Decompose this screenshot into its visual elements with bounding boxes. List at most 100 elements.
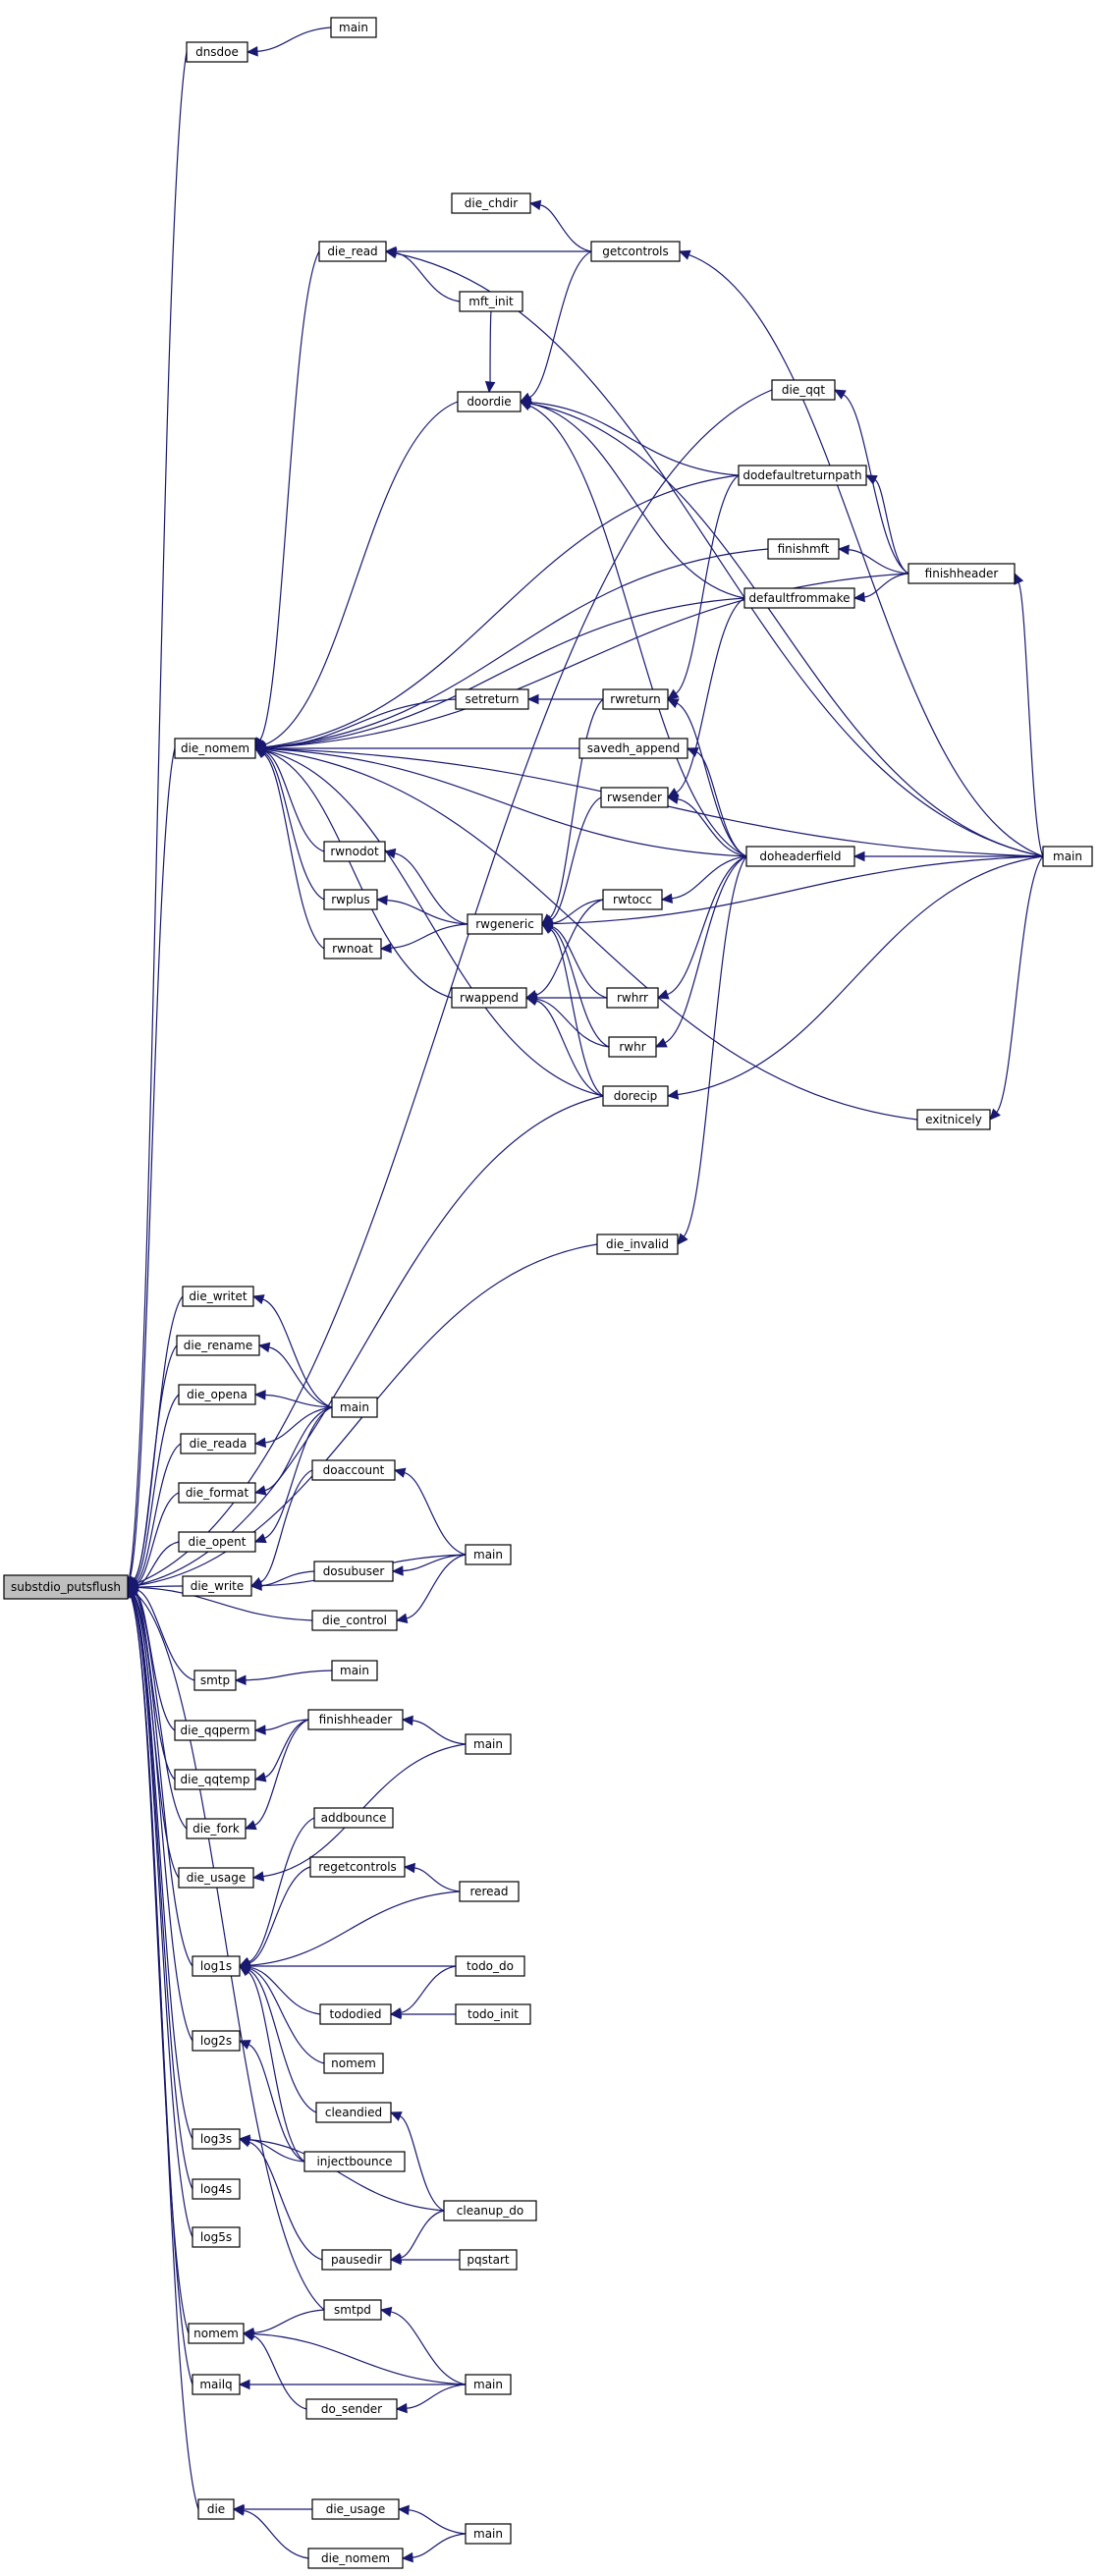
arrowhead-icon: [677, 1233, 688, 1245]
graph-node[interactable]: die_usage: [311, 2498, 400, 2520]
graph-node[interactable]: rwhrr: [606, 987, 659, 1009]
graph-node[interactable]: savedh_append: [578, 738, 688, 759]
graph-node[interactable]: die_qqtemp: [174, 1769, 256, 1790]
graph-node[interactable]: die_usage: [178, 1867, 254, 1889]
graph-node[interactable]: mft_init: [459, 291, 523, 312]
graph-node[interactable]: die_control: [311, 1610, 398, 1631]
graph-node[interactable]: main: [331, 1660, 378, 1681]
graph-node[interactable]: die_fork: [186, 1818, 247, 1839]
graph-node[interactable]: setreturn: [455, 688, 529, 710]
graph-node[interactable]: rwnodot: [323, 841, 386, 862]
graph-node[interactable]: die_nomem: [307, 2548, 404, 2569]
edge-line: [264, 548, 769, 748]
arrowhead-icon: [238, 2379, 250, 2390]
node-box: [455, 688, 529, 710]
arrowhead-icon: [242, 2329, 254, 2339]
graph-node[interactable]: cleandied: [315, 2102, 392, 2123]
graph-node[interactable]: main: [465, 1733, 512, 1755]
graph-node[interactable]: defaultfrommake: [743, 587, 855, 609]
graph-node[interactable]: die_opena: [178, 1384, 256, 1405]
graph-node[interactable]: todo_init: [455, 2003, 531, 2025]
graph-node[interactable]: doordie: [457, 391, 522, 412]
node-label: injectbounce: [316, 2155, 392, 2168]
graph-node[interactable]: main: [465, 2523, 512, 2545]
arrowhead-icon: [249, 1580, 262, 1591]
call-edge: [126, 1585, 199, 2510]
graph-node[interactable]: rwhr: [608, 1036, 657, 1058]
graph-node[interactable]: addbounce: [313, 1807, 394, 1829]
node-box: [323, 938, 382, 959]
graph-node[interactable]: dodefaultreturnpath: [738, 465, 867, 486]
graph-node[interactable]: die_invalid: [596, 1233, 679, 1255]
graph-node[interactable]: die_reada: [180, 1433, 256, 1454]
edge-line: [529, 403, 745, 599]
graph-node[interactable]: rwgeneric: [467, 913, 543, 935]
graph-node[interactable]: main: [465, 2374, 512, 2395]
graph-node[interactable]: log1s: [192, 1955, 241, 1977]
graph-node[interactable]: reread: [459, 1881, 520, 1902]
node-box: [602, 1085, 669, 1107]
graph-node[interactable]: do_sender: [305, 2398, 398, 2420]
call-edge: [686, 747, 747, 857]
graph-node[interactable]: nomem: [323, 2053, 384, 2074]
graph-node[interactable]: regetcontrols: [309, 1856, 406, 1878]
graph-node[interactable]: doheaderfield: [745, 846, 855, 867]
graph-node[interactable]: main: [331, 1397, 378, 1418]
graph-node[interactable]: die_qqt: [771, 379, 836, 401]
graph-node[interactable]: getcontrols: [590, 241, 681, 262]
graph-node[interactable]: doaccount: [311, 1459, 396, 1481]
edge-line: [133, 1594, 193, 1967]
graph-node[interactable]: smtp: [193, 1670, 237, 1691]
graph-node[interactable]: die_opent: [178, 1531, 256, 1553]
graph-node[interactable]: die: [197, 2498, 235, 2520]
call-edge: [251, 1294, 333, 1408]
edge-line: [243, 2509, 309, 2559]
graph-node[interactable]: main: [330, 17, 377, 38]
graph-node[interactable]: finishheader: [908, 563, 1016, 584]
graph-node[interactable]: injectbounce: [303, 2151, 406, 2172]
graph-node[interactable]: die_qqperm: [174, 1720, 256, 1741]
graph-node[interactable]: die_nomem: [174, 738, 256, 759]
graph-node[interactable]: mailq: [192, 2374, 241, 2395]
graph-node[interactable]: die_write: [182, 1575, 252, 1597]
graph-node[interactable]: finishmft: [767, 538, 840, 560]
graph-node[interactable]: nomem: [188, 2323, 245, 2344]
graph-node[interactable]: pausedir: [321, 2249, 392, 2271]
graph-node[interactable]: rwsender: [600, 787, 669, 808]
graph-node[interactable]: dosubuser: [313, 1561, 394, 1582]
graph-node[interactable]: die_rename: [176, 1335, 260, 1356]
graph-node[interactable]: smtpd: [323, 2299, 382, 2321]
node-label: rwhr: [619, 1040, 645, 1054]
graph-node[interactable]: dorecip: [602, 1085, 669, 1107]
graph-node[interactable]: log4s: [192, 2178, 241, 2200]
root-node[interactable]: substdio_putsflush: [3, 1574, 129, 1600]
graph-node[interactable]: rwplus: [323, 889, 378, 910]
call-edge: [666, 698, 747, 857]
graph-node[interactable]: die_format: [178, 1482, 256, 1504]
graph-node[interactable]: log2s: [192, 2030, 241, 2052]
graph-node[interactable]: log3s: [192, 2128, 241, 2150]
graph-node[interactable]: die_read: [318, 241, 387, 262]
call-edge: [124, 51, 188, 1589]
graph-node[interactable]: log5s: [192, 2226, 241, 2248]
graph-node[interactable]: pqstart: [459, 2249, 518, 2271]
node-label: die_qqt: [782, 383, 826, 397]
graph-node[interactable]: rwappend: [451, 987, 527, 1009]
graph-node[interactable]: finishheader: [307, 1709, 404, 1730]
graph-node[interactable]: rwtocc: [602, 889, 663, 910]
graph-node[interactable]: exitnicely: [916, 1109, 991, 1130]
node-label: die_rename: [184, 1339, 252, 1352]
edge-line: [677, 798, 747, 857]
arrowhead-icon: [253, 1725, 266, 1735]
graph-node[interactable]: rwreturn: [602, 688, 669, 710]
graph-node[interactable]: dnsdoe: [186, 41, 248, 63]
graph-node[interactable]: tododied: [319, 2003, 392, 2025]
graph-node[interactable]: main: [1042, 846, 1093, 867]
graph-node[interactable]: todo_do: [455, 1955, 525, 1977]
graph-node[interactable]: rwnoat: [323, 938, 382, 959]
graph-node[interactable]: cleanup_do: [443, 2200, 537, 2221]
node-label: rwnoat: [332, 942, 373, 956]
graph-node[interactable]: die_writet: [182, 1286, 254, 1307]
graph-node[interactable]: main: [465, 1544, 512, 1565]
graph-node[interactable]: die_chdir: [451, 192, 531, 214]
